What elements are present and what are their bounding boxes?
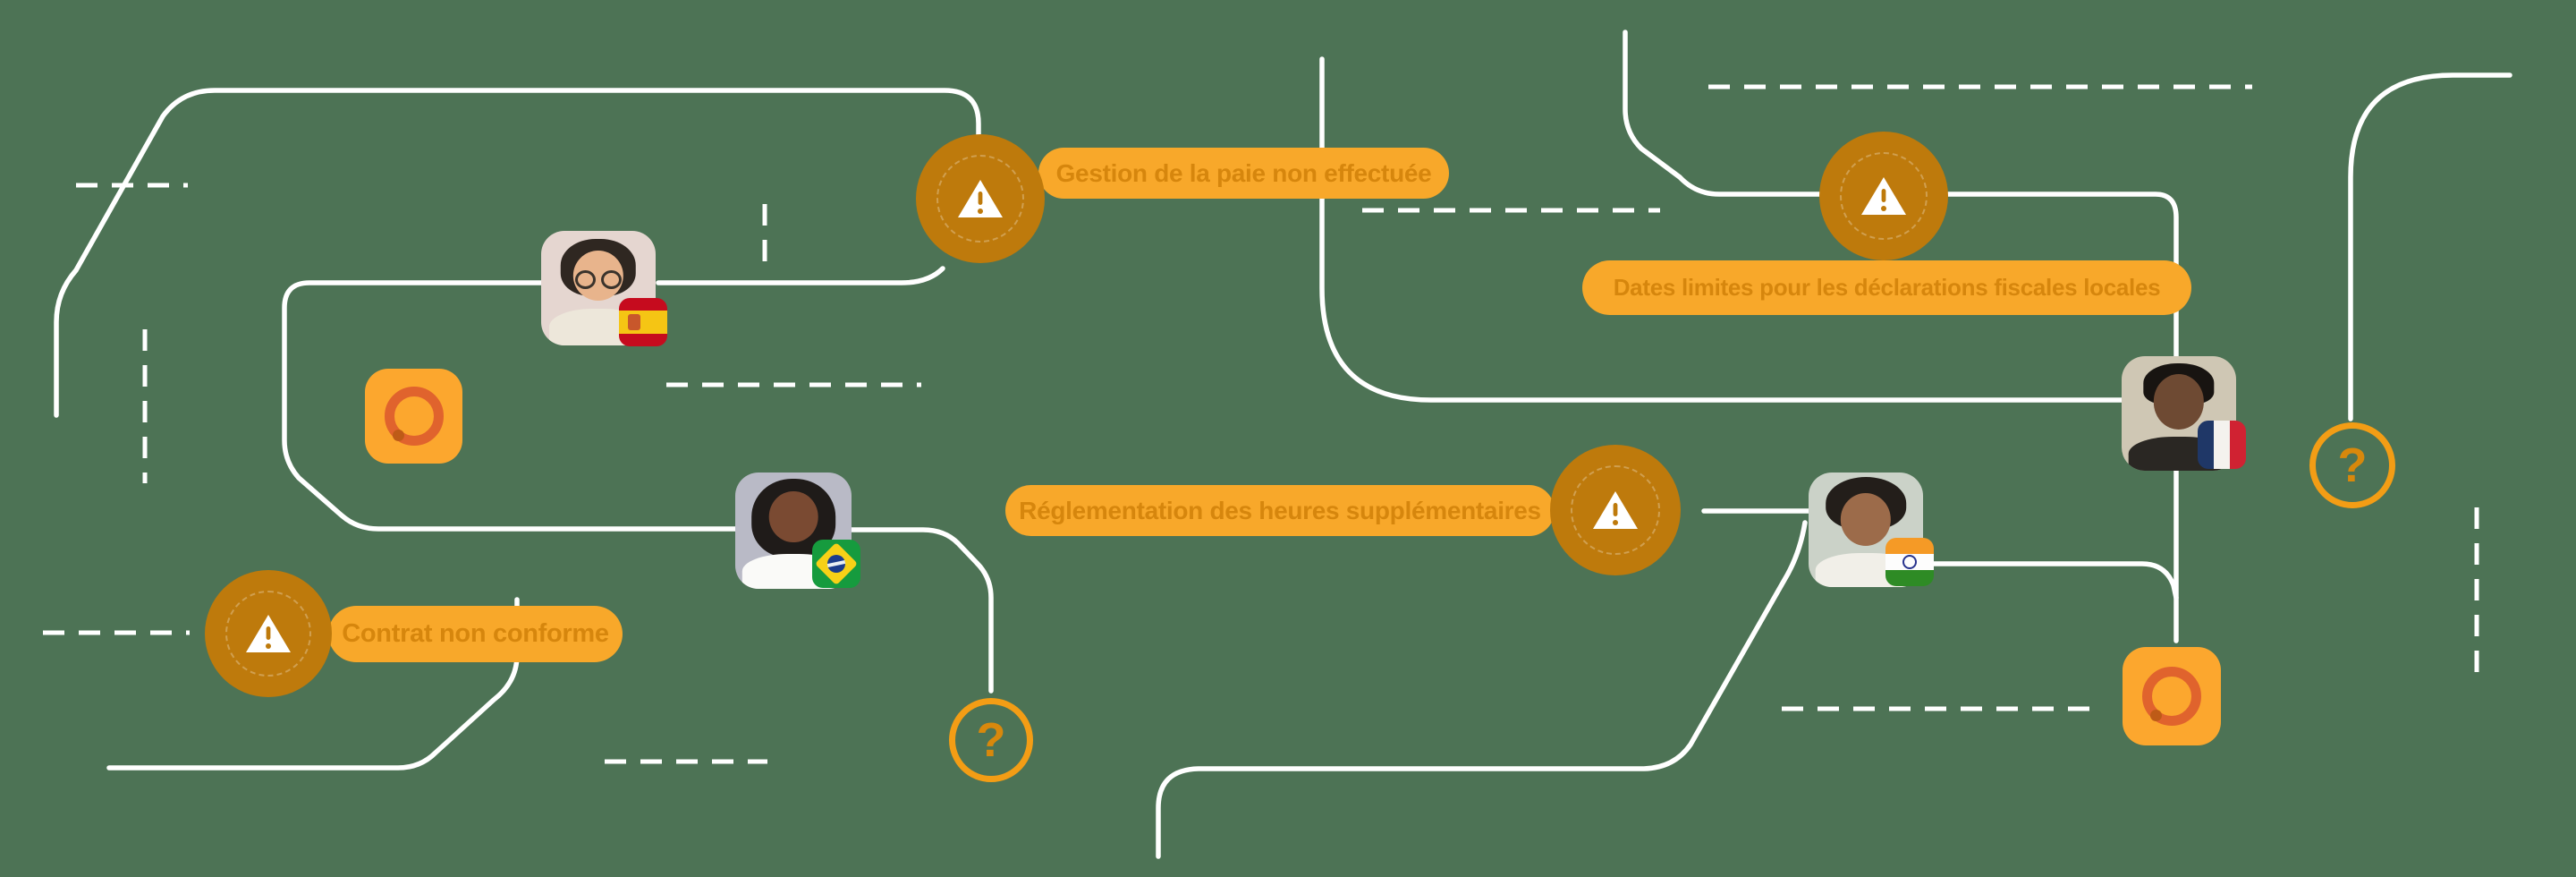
question-node-left: ? [949,698,1033,782]
spain-flag-icon [619,298,667,346]
question-node-right: ? [2309,422,2395,508]
label-overtime-text: Réglementation des heures supplémentaire… [1019,496,1541,524]
label-contract-text: Contrat non conforme [342,619,609,648]
label-overtime: Réglementation des heures supplémentaire… [1005,485,1555,536]
path-spain-warning [656,266,945,285]
path-india-merge [1920,561,2179,600]
warning-triangle-icon [1593,491,1638,529]
path-top-right [2348,72,2512,421]
loader-square-right [2123,647,2221,745]
label-contract: Contrat non conforme [328,606,623,662]
path-brazil-question [847,527,994,694]
label-payroll: Gestion de la paie non effectuée [1038,148,1449,199]
warning-node-payroll [916,134,1045,263]
glasses-icon [575,269,622,289]
brazil-flag-icon [812,540,860,588]
path-spain-brazil [282,280,740,532]
loading-ring-icon [384,387,444,446]
warning-triangle-icon [958,180,1003,217]
loader-square-left [365,369,462,464]
avatar-face [2153,374,2205,430]
warning-node-tax [1819,132,1948,260]
avatar-face [1840,493,1892,546]
avatar-spain [541,231,656,345]
path-center-france [1319,56,2124,403]
avatar-brazil [735,473,852,589]
label-payroll-text: Gestion de la paie non effectuée [1055,158,1432,187]
path-contract [106,597,520,771]
label-tax-deadlines: Dates limites pour les déclarations fisc… [1582,260,2191,315]
warning-node-contract [205,570,332,697]
warning-node-overtime [1550,445,1681,575]
warning-triangle-icon [246,615,291,652]
label-tax-deadlines-text: Dates limites pour les déclarations fisc… [1613,274,2161,301]
warning-triangle-icon [1861,177,1906,215]
question-mark-icon: ? [976,713,1006,767]
loading-ring-icon [2142,667,2201,726]
path-dates [1623,30,2179,643]
india-flag-icon [1885,538,1934,586]
france-flag-icon [2198,421,2246,469]
path-bottom-india [1156,520,1808,859]
path-top-left [54,88,981,418]
avatar-face [768,490,818,542]
question-mark-icon: ? [2337,438,2368,492]
